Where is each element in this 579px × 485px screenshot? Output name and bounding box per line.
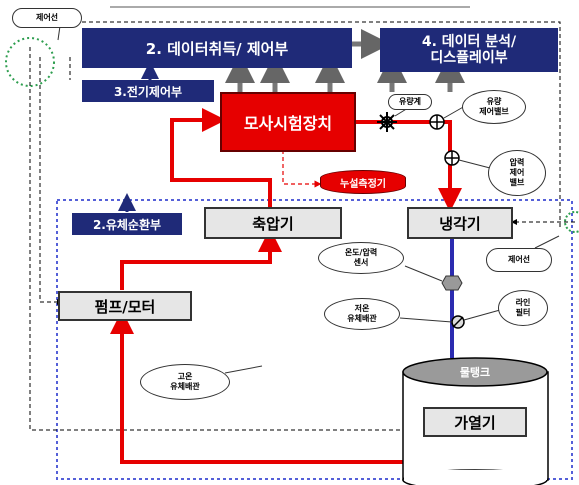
electrical-control-box: 3.전기제어부: [82, 80, 214, 102]
accumulator-label: 축압기: [252, 214, 294, 233]
pump-motor-label: 펌프/모터: [94, 297, 156, 316]
control-line-top-label: 제어선: [35, 13, 59, 22]
flow-meter-label: 유량계: [398, 97, 422, 106]
sensor-icon: [441, 275, 463, 291]
water-tank-label-box: 물탱크: [440, 364, 510, 380]
flow-meter-icon: [377, 112, 397, 132]
data-analysis-display-label: 4. 데이터 분석/ 디스플레이부: [421, 34, 517, 66]
water-tank-label: 물탱크: [459, 366, 491, 379]
electrical-control-label: 3.전기제어부: [113, 84, 183, 99]
control-line-right-label: 제어선: [507, 255, 531, 264]
low-temp-pipe-label: 저온 유체배관: [347, 304, 377, 323]
pump-motor-box: 펌프/모터: [58, 291, 192, 321]
heater-box: 가열기: [423, 407, 527, 437]
temp-pressure-sensor-callout: 온도/압력 센서: [318, 242, 404, 274]
pressure-valve-label: 압력 제어 밸브: [509, 158, 525, 187]
cooler-label: 냉각기: [439, 214, 481, 233]
fluid-circulation-label: 2.유체순환부: [92, 217, 162, 232]
flow-valve-icon: [429, 114, 445, 130]
control-line-top-callout: 제어선: [12, 8, 82, 28]
data-analysis-display-box: 4. 데이터 분석/ 디스플레이부: [380, 28, 558, 72]
accumulator-box: 축압기: [204, 207, 342, 239]
simulator-box: 모사시험장치: [220, 92, 356, 152]
line-filter-label: 라인 필터: [515, 298, 531, 317]
flow-valve-label: 유량 제어밸브: [479, 97, 509, 116]
leak-detector-box: 누설측정기: [320, 170, 406, 194]
flow-meter-callout: 유량계: [388, 94, 432, 110]
temp-pressure-sensor-label: 온도/압력 센서: [344, 248, 378, 267]
data-acquisition-control-label: 2. 데이터취득/ 제어부: [145, 39, 289, 58]
low-temp-pipe-callout: 저온 유체배관: [324, 298, 400, 330]
control-line-right-callout: 제어선: [486, 248, 552, 272]
pressure-valve-icon: [444, 150, 460, 166]
pressure-valve-callout: 압력 제어 밸브: [488, 150, 546, 196]
heater-label: 가열기: [454, 413, 496, 432]
leak-detector-label: 누설측정기: [340, 178, 386, 190]
data-acquisition-control-box: 2. 데이터취득/ 제어부: [82, 28, 352, 68]
cooler-box: 냉각기: [407, 207, 513, 239]
line-filter-callout: 라인 필터: [498, 290, 548, 326]
flow-valve-callout: 유량 제어밸브: [462, 90, 526, 124]
line-filter-icon: [451, 315, 465, 329]
fluid-circulation-box: 2.유체순환부: [72, 213, 182, 235]
simulator-label: 모사시험장치: [243, 114, 333, 133]
high-temp-pipe-callout: 고온 유체배관: [140, 364, 230, 400]
high-temp-pipe-label: 고온 유체배관: [170, 372, 200, 391]
